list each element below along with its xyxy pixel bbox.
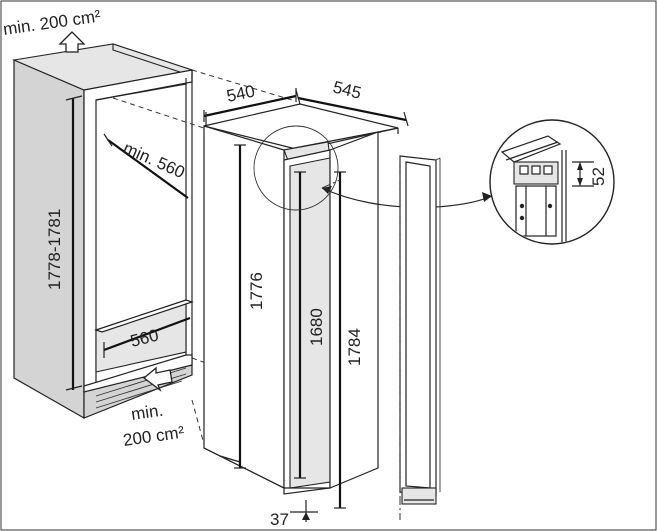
vent-bottom-arrow — [142, 366, 173, 392]
niche-depth-label: min. 560 — [120, 138, 187, 182]
door-height-label: 1680 — [307, 308, 326, 346]
furniture-door-panel — [399, 155, 441, 520]
bottom-offset-label: 37 — [270, 510, 289, 529]
niche-depth-dimension — [103, 133, 189, 199]
bottom-offset-dimension — [290, 500, 318, 522]
appliance-height-label: 1776 — [247, 272, 266, 310]
niche-cabinet — [12, 43, 194, 420]
detail-view — [489, 119, 615, 245]
door-height-dimension — [294, 171, 306, 479]
vent-bottom-label-area: 200 cm² — [122, 423, 186, 450]
detail-arrowhead-left — [322, 186, 332, 194]
niche-height-label: 1778-1781 — [45, 209, 64, 290]
niche-width-dimension — [103, 316, 191, 358]
appliance-depth-label: 545 — [331, 77, 363, 102]
appliance-depth-dimension — [295, 89, 409, 127]
vent-top-label: min. 200 cm² — [2, 6, 102, 39]
appliance-body — [203, 103, 399, 495]
vent-top-arrow — [58, 31, 86, 53]
appliance-width-dimension — [203, 88, 297, 126]
vent-bottom-label-min: min. — [130, 401, 164, 424]
appliance-width-label: 540 — [225, 81, 257, 105]
overall-height-dimension — [334, 171, 346, 509]
niche-height-dimension — [65, 95, 83, 391]
appliance-height-dimension — [234, 144, 246, 469]
detail-leader-dash — [321, 179, 341, 189]
detail-arrowhead-right — [482, 192, 492, 202]
detail-gap-label: 52 — [589, 167, 608, 186]
detail-marker-circle — [253, 125, 339, 211]
overall-height-label: 1784 — [345, 328, 364, 366]
